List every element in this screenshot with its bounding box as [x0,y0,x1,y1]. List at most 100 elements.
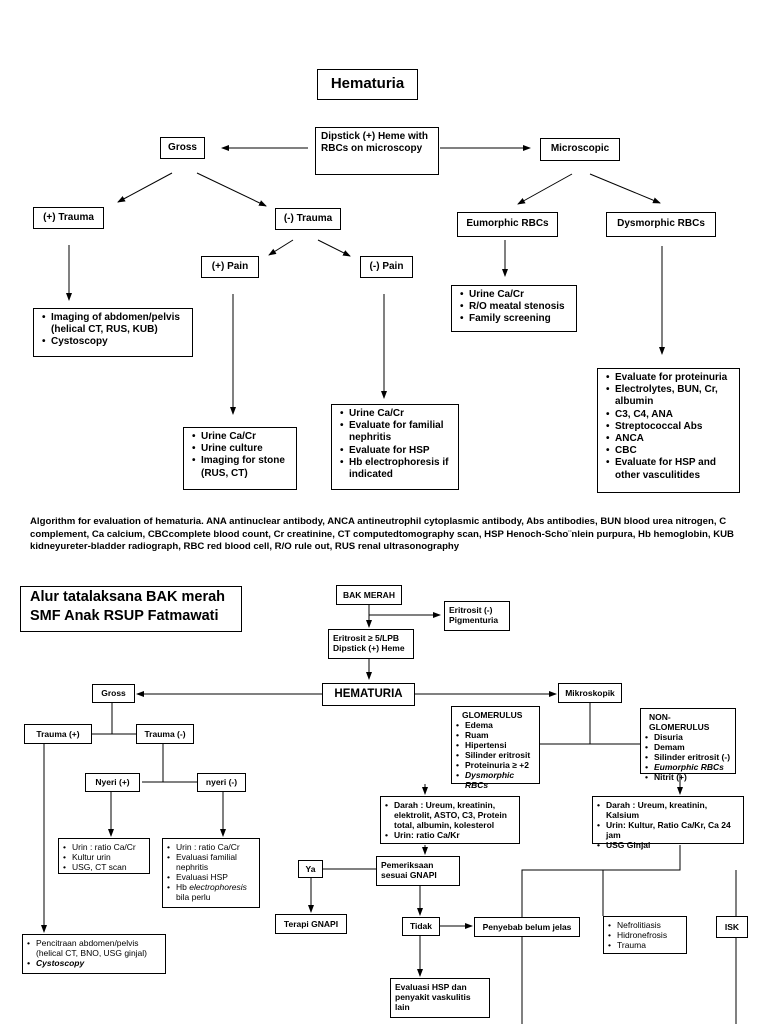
list-item: Trauma [608,940,682,950]
line-trauma-neg-branch [142,744,164,783]
line-nonglom-branch [521,845,681,1024]
list-item: Family screening [460,313,571,325]
list-item: Silinder eritrosit [456,750,535,760]
glomerulus-title: GLOMERULUS [462,710,523,720]
list-item: Hb electrophoresis bila perlu [167,882,255,903]
microscopic-node: Microscopic [540,138,620,161]
list-item: Eumorphic RBCs [645,762,731,772]
list-item: Silinder eritrosit (-) [645,752,731,762]
list-item: Nefrolitiasis [608,920,682,930]
list-item: USG, CT scan [63,862,145,872]
hematuria-node: HEMATURIA [322,683,415,706]
list-item: Nitrit (+) [645,772,731,782]
list-item: Urine Ca/Cr [340,408,453,420]
list-item: Urine Ca/Cr [192,431,291,443]
list-item: Urin : ratio Ca/Cr [63,842,145,852]
arrow-trauma-neg-to-pain-neg [317,239,351,257]
list-item: R/O meatal stenosis [460,301,571,313]
list-item: Demam [645,742,731,752]
gross-node: Gross [160,137,205,159]
glomerulus-box: GLOMERULUS Edema Ruam Hipertensi Silinde… [451,706,540,790]
list-item: Urine culture [192,443,291,455]
list-item: Evaluate for familial nephritis [340,420,453,444]
trauma-negative-node: (-) Trauma [275,208,341,230]
list-item: Cystoscopy [27,958,161,968]
list-item: Imaging for stone (RUS, CT) [192,455,291,479]
nyeri-pos-node: Nyeri (+) [85,773,140,792]
list-item: Urin: ratio Ca/Kr [385,830,515,840]
nyeri-neg-list-box: Urin : ratio Ca/Cr Evaluasi familial nep… [162,838,260,908]
list-item: Hidronefrosis [608,930,682,940]
bak-merah-node: BAK MERAH [336,585,402,605]
top-title-hematuria: Hematuria [317,69,418,100]
eumorphic-list-box: Urine Ca/Cr R/O meatal stenosis Family s… [451,285,577,332]
hb-label: Hb [176,882,187,893]
list-item: Electrolytes, BUN, Cr, albumin [606,384,734,408]
eumorphic-node: Eumorphic RBCs [457,212,558,237]
list-item: Hb electrophoresis if indicated [340,457,453,481]
arrow-trauma-neg-to-pain-pos [268,239,294,256]
list-item: Streptococcal Abs [606,421,734,433]
nyeri-neg-node: nyeri (-) [197,773,246,792]
pencitraan-box: Pencitraan abdomen/pelvis (helical CT, B… [22,934,166,974]
penyebab-node: Penyebab belum jelas [474,917,580,937]
arrow-micro-to-eumorphic [517,173,573,205]
list-item: Kultur urin [63,852,145,862]
list-item: Evaluate for HSP and other vasculitides [606,457,734,481]
pain-negative-list-box: Urine Ca/Cr Evaluate for familial nephri… [331,404,459,490]
mikroskopik-node: Mikroskopik [558,683,622,703]
section-heading: Alur tatalaksana BAK merah SMF Anak RSUP… [30,589,226,624]
list-item: Evaluate for proteinuria [606,372,734,384]
dysmorphic-node: Dysmorphic RBCs [606,212,716,237]
imaging-list-box: Imaging of abdomen/pelvis (helical CT, R… [33,308,193,357]
list-item: Darah : Ureum, kreatinin, Kalsium [597,800,739,820]
list-item: Dysmorphic RBCs [456,770,535,790]
non-glomerulus-title: NON-GLOMERULUS [649,712,710,733]
darah-glomerulus-box: Darah : Ureum, kreatinin, elektrolit, AS… [380,796,520,844]
pain-positive-list-box: Urine Ca/Cr Urine culture Imaging for st… [183,427,297,490]
dysmorphic-list-box: Evaluate for proteinuria Electrolytes, B… [597,368,740,493]
list-item: Urine Ca/Cr [460,289,571,301]
list-item: Proteinuria ≥ +2 [456,760,535,770]
trauma-positive-node: (+) Trauma [33,207,104,229]
list-item: Pencitraan abdomen/pelvis (helical CT, B… [27,938,161,958]
list-item: C3, C4, ANA [606,409,734,421]
evaluasi-hsp-node: Evaluasi HSP dan penyakit vaskulitis lai… [390,978,490,1018]
list-item: ANCA [606,433,734,445]
list-item: Edema [456,720,535,730]
list-item: Ruam [456,730,535,740]
list-item: Urin: Kultur, Ratio Ca/Kr, Ca 24 jam [597,820,739,840]
list-item: Hipertensi [456,740,535,750]
hb-electrophoresis: electrophoresis [189,882,247,893]
non-glomerulus-box: NON-GLOMERULUS Disuria Demam Silinder er… [640,708,736,782]
algorithm-caption: Algorithm for evaluation of hematuria. A… [30,516,734,553]
pain-negative-node: (-) Pain [360,256,413,278]
heading-box-frame [20,586,242,632]
nefrolitiasis-box: Nefrolitiasis Hidronefrosis Trauma [603,916,687,954]
tidak-node: Tidak [402,917,440,936]
eritrosit-node: Eritrosit ≥ 5/LPB Dipstick (+) Heme [328,629,414,659]
arrow-micro-to-dysmorphic [589,173,661,204]
list-item: CBC [606,445,734,457]
trauma-pos-node-bottom: Trauma (+) [24,724,92,744]
list-item: Disuria [645,732,731,742]
hb-if-needed: bila perlu [176,892,211,903]
list-item: USG Ginjal [597,840,739,850]
pain-positive-node: (+) Pain [201,256,259,278]
list-item: Evaluasi HSP [167,872,255,882]
ya-node: Ya [298,860,323,878]
trauma-neg-node-bottom: Trauma (-) [136,724,194,744]
nyeri-pos-list-box: Urin : ratio Ca/Cr Kultur urin USG, CT s… [58,838,150,874]
pigmenturia-node: Eritrosit (-) Pigmenturia [444,601,510,631]
gross-node-bottom: Gross [92,684,135,703]
isk-node: ISK [716,916,748,938]
dipstick-node: Dipstick (+) Heme with RBCs on microscop… [315,127,439,175]
arrow-gross-to-trauma-neg [196,172,267,207]
darah-non-glomerulus-box: Darah : Ureum, kreatinin, Kalsium Urin: … [592,796,744,850]
list-item: Urin : ratio Ca/Cr [167,842,255,852]
terapi-gnapi-node: Terapi GNAPI [275,914,347,934]
list-item: Evaluate for HSP [340,445,453,457]
pemeriksaan-gnapi-node: Pemeriksaan sesuai GNAPI [376,856,460,886]
list-item: Evaluasi familial nephritis [167,852,255,872]
